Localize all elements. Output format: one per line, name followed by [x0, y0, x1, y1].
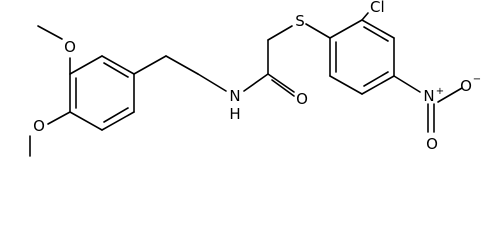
- atom-h-amide: H: [229, 105, 240, 123]
- charge-o-nitro-single: −: [473, 74, 481, 85]
- chloronitrophenyl-ring: [329, 19, 395, 95]
- atom-o-methoxy-left: O: [33, 117, 45, 135]
- atom-o-methoxy-top: O: [64, 38, 76, 56]
- atom-o-carbonyl: O: [296, 90, 308, 108]
- atom-o-nitro-double: O: [426, 135, 438, 153]
- atom-n-amide: N: [229, 87, 240, 105]
- methoxy-left: O: [29, 111, 71, 157]
- atom-s-thioether: S: [295, 12, 305, 30]
- atom-o-nitro-single: O: [460, 77, 472, 95]
- charge-n-nitro: +: [436, 86, 444, 97]
- dimethoxyphenyl-ring: [69, 55, 135, 131]
- atom-n-nitro: N: [423, 87, 434, 105]
- methoxy-top: O: [37, 25, 76, 75]
- structure-canvas: O O N H O S: [29, 0, 482, 157]
- nitro-group: N + O − O: [393, 74, 481, 153]
- ethyl-amide-chain: N H O: [133, 25, 308, 123]
- chloro-substituent: Cl: [361, 0, 385, 21]
- molecule-structure: O O N H O S: [29, 0, 481, 157]
- atom-cl: Cl: [370, 0, 385, 16]
- thioether: S: [295, 12, 331, 39]
